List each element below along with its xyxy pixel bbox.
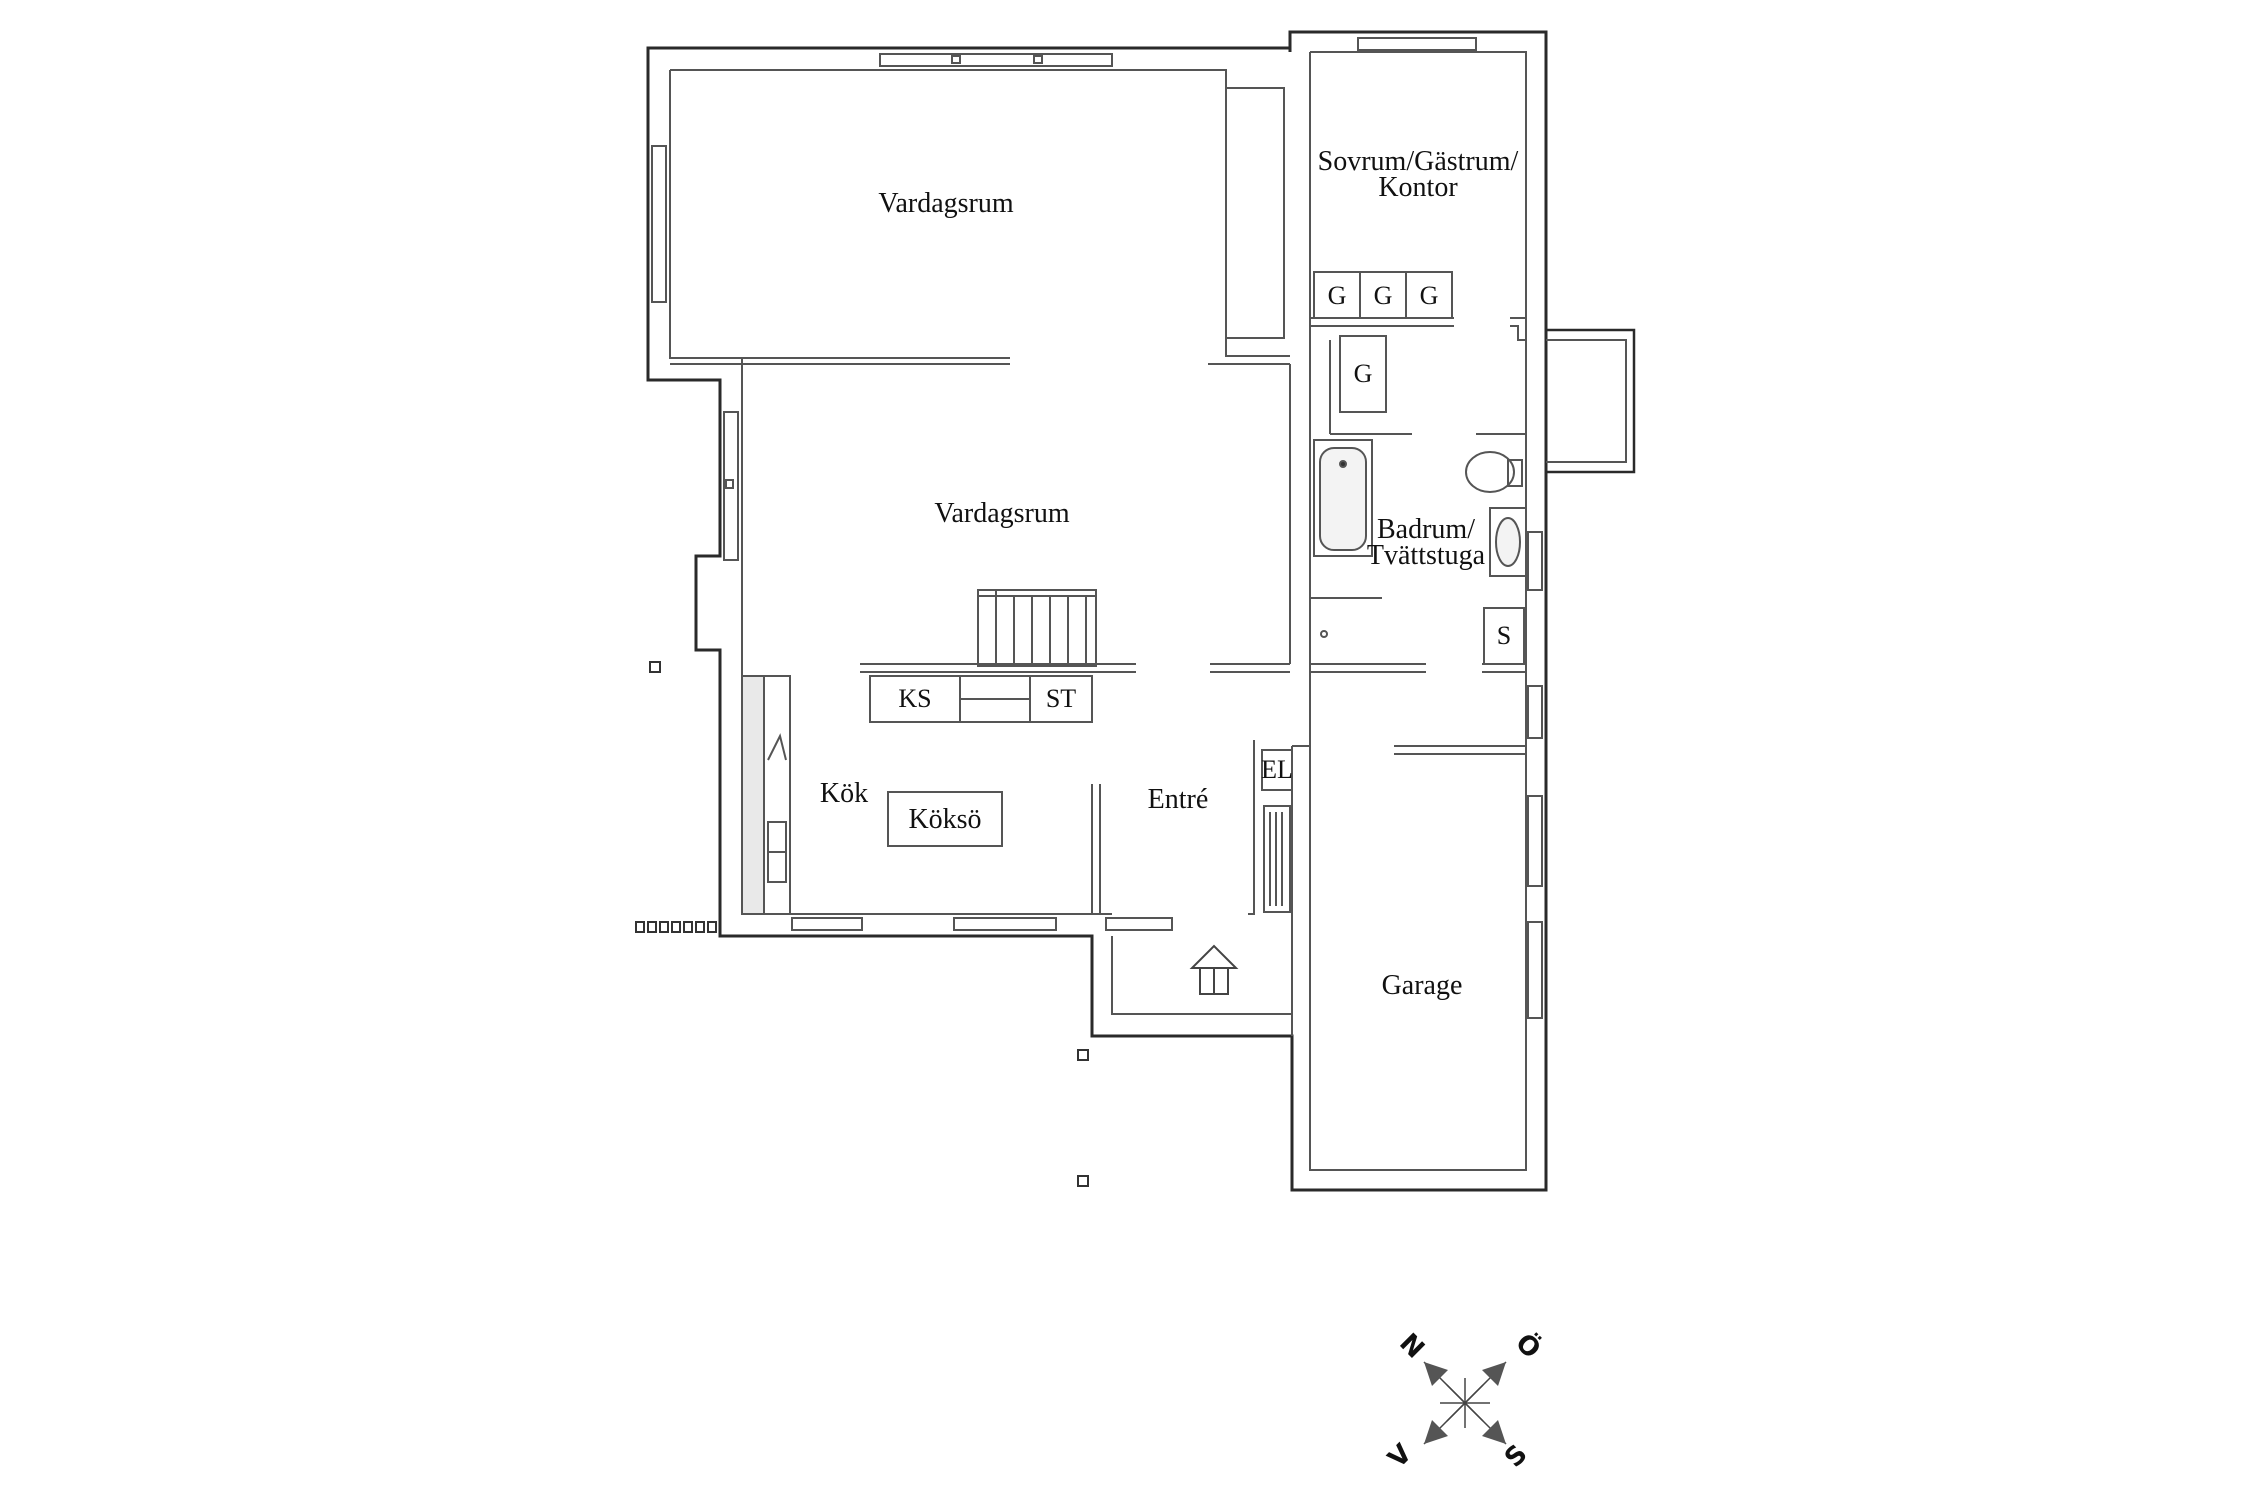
window-top-living-mark2 xyxy=(1033,55,1043,64)
wardrobe-4 xyxy=(1339,335,1387,413)
balcony xyxy=(1546,328,1636,474)
label-fridge-freezer: KS xyxy=(898,684,931,713)
radiator xyxy=(1263,805,1291,913)
compass-east: Ö xyxy=(1509,1326,1548,1365)
balcony-inner xyxy=(1546,339,1627,463)
post-row-2 xyxy=(647,921,657,933)
window-entry-east xyxy=(1527,685,1543,739)
post-1 xyxy=(649,661,661,673)
compass-arrows xyxy=(1424,1362,1506,1444)
fixtures xyxy=(741,271,1527,915)
post-row-6 xyxy=(695,921,705,933)
stairs xyxy=(977,589,1097,667)
entrance-arrow-body xyxy=(1199,967,1229,995)
bathtub-inner xyxy=(1319,447,1367,551)
window-west-top xyxy=(651,145,667,303)
label-living-room-main: Vardagsrum xyxy=(934,498,1070,529)
walls xyxy=(646,30,1636,1192)
posts xyxy=(635,661,1089,1187)
toilet xyxy=(1465,451,1515,493)
label-kitchen-island: Köksö xyxy=(908,804,981,835)
window-garage-east-1 xyxy=(1527,795,1543,887)
window-garage-east-2 xyxy=(1527,921,1543,1019)
windows xyxy=(651,37,1543,1019)
label-garage: Garage xyxy=(1382,970,1463,1001)
bathtub-drain xyxy=(1339,460,1347,468)
label-bedroom-line2: Kontor xyxy=(1378,172,1458,203)
room-labels: Vardagsrum Vardagsrum Sovrum/Gästrum/ Ko… xyxy=(820,146,1519,1001)
floor-drain xyxy=(1320,630,1328,638)
label-bathroom-line1: Badrum/ xyxy=(1377,514,1475,545)
label-cabinet: ST xyxy=(1046,684,1076,713)
arrow-east-icon xyxy=(1482,1362,1506,1386)
post-row-5 xyxy=(683,921,693,933)
post-3 xyxy=(1077,1175,1089,1187)
window-kitchen-s-1 xyxy=(791,917,863,931)
shaft-block xyxy=(1225,87,1290,357)
label-living-room-top: Vardagsrum xyxy=(878,188,1014,219)
kitchen-hob xyxy=(767,733,787,761)
cabinet-strip xyxy=(869,675,1093,723)
label-wardrobe-2: G xyxy=(1374,281,1393,310)
compass-west: V xyxy=(1383,1439,1418,1474)
wall-bed-corner-2 xyxy=(1510,325,1526,341)
post-row-7 xyxy=(707,921,717,933)
compass: N Ö S V xyxy=(1383,1326,1549,1474)
label-wardrobe-1: G xyxy=(1328,281,1347,310)
bathtub xyxy=(1313,439,1373,557)
arrow-north-icon xyxy=(1424,1362,1448,1386)
wall-entre-garage xyxy=(1248,740,1255,915)
arrow-west-icon xyxy=(1424,1420,1448,1444)
wardrobe-3 xyxy=(1405,271,1453,319)
kitchen-island xyxy=(887,791,1003,847)
window-entre-s xyxy=(1105,917,1173,931)
outer-wall-main xyxy=(646,30,1548,1192)
label-bedroom-line1: Sovrum/Gästrum/ xyxy=(1318,146,1519,177)
el-cabinet xyxy=(1261,749,1293,791)
label-storage: S xyxy=(1497,621,1511,650)
label-entrance: Entré xyxy=(1148,784,1209,815)
fixture-labels: G G G G S KS ST EL xyxy=(898,281,1511,784)
window-top-living xyxy=(879,53,1113,67)
outer-wall-inner-2 xyxy=(1309,51,1527,1171)
arrow-south-icon xyxy=(1482,1420,1506,1444)
storage xyxy=(1483,607,1525,665)
kitchen-counter-edge xyxy=(741,675,765,915)
toilet-tank xyxy=(1507,459,1523,487)
label-wardrobe-4: G xyxy=(1354,359,1373,388)
porch xyxy=(1090,936,1292,1038)
porch-inner xyxy=(1111,936,1292,1015)
window-bath-east xyxy=(1527,531,1543,591)
compass-south: S xyxy=(1499,1439,1533,1473)
window-top-living-mark1 xyxy=(951,55,961,64)
label-wardrobe-3: G xyxy=(1420,281,1439,310)
window-west-main-mark xyxy=(725,479,734,489)
entrance-arrow-icon xyxy=(1189,944,1239,994)
wall-garage-west xyxy=(1292,745,1311,1170)
washbasin-bowl xyxy=(1495,517,1521,567)
compass-north: N xyxy=(1393,1328,1430,1365)
window-bedroom-top xyxy=(1357,37,1477,51)
top-inner-wall xyxy=(670,69,1227,338)
window-kitchen-s-2 xyxy=(953,917,1057,931)
post-2 xyxy=(1077,1049,1089,1061)
post-row-3 xyxy=(659,921,669,933)
post-row-1 xyxy=(635,921,645,933)
label-kitchen: Kök xyxy=(820,778,868,809)
post-row-4 xyxy=(671,921,681,933)
label-bathroom-line2: Tvättstuga xyxy=(1367,540,1486,571)
label-electrical: EL xyxy=(1261,755,1293,784)
interior-walls xyxy=(670,52,1526,1170)
